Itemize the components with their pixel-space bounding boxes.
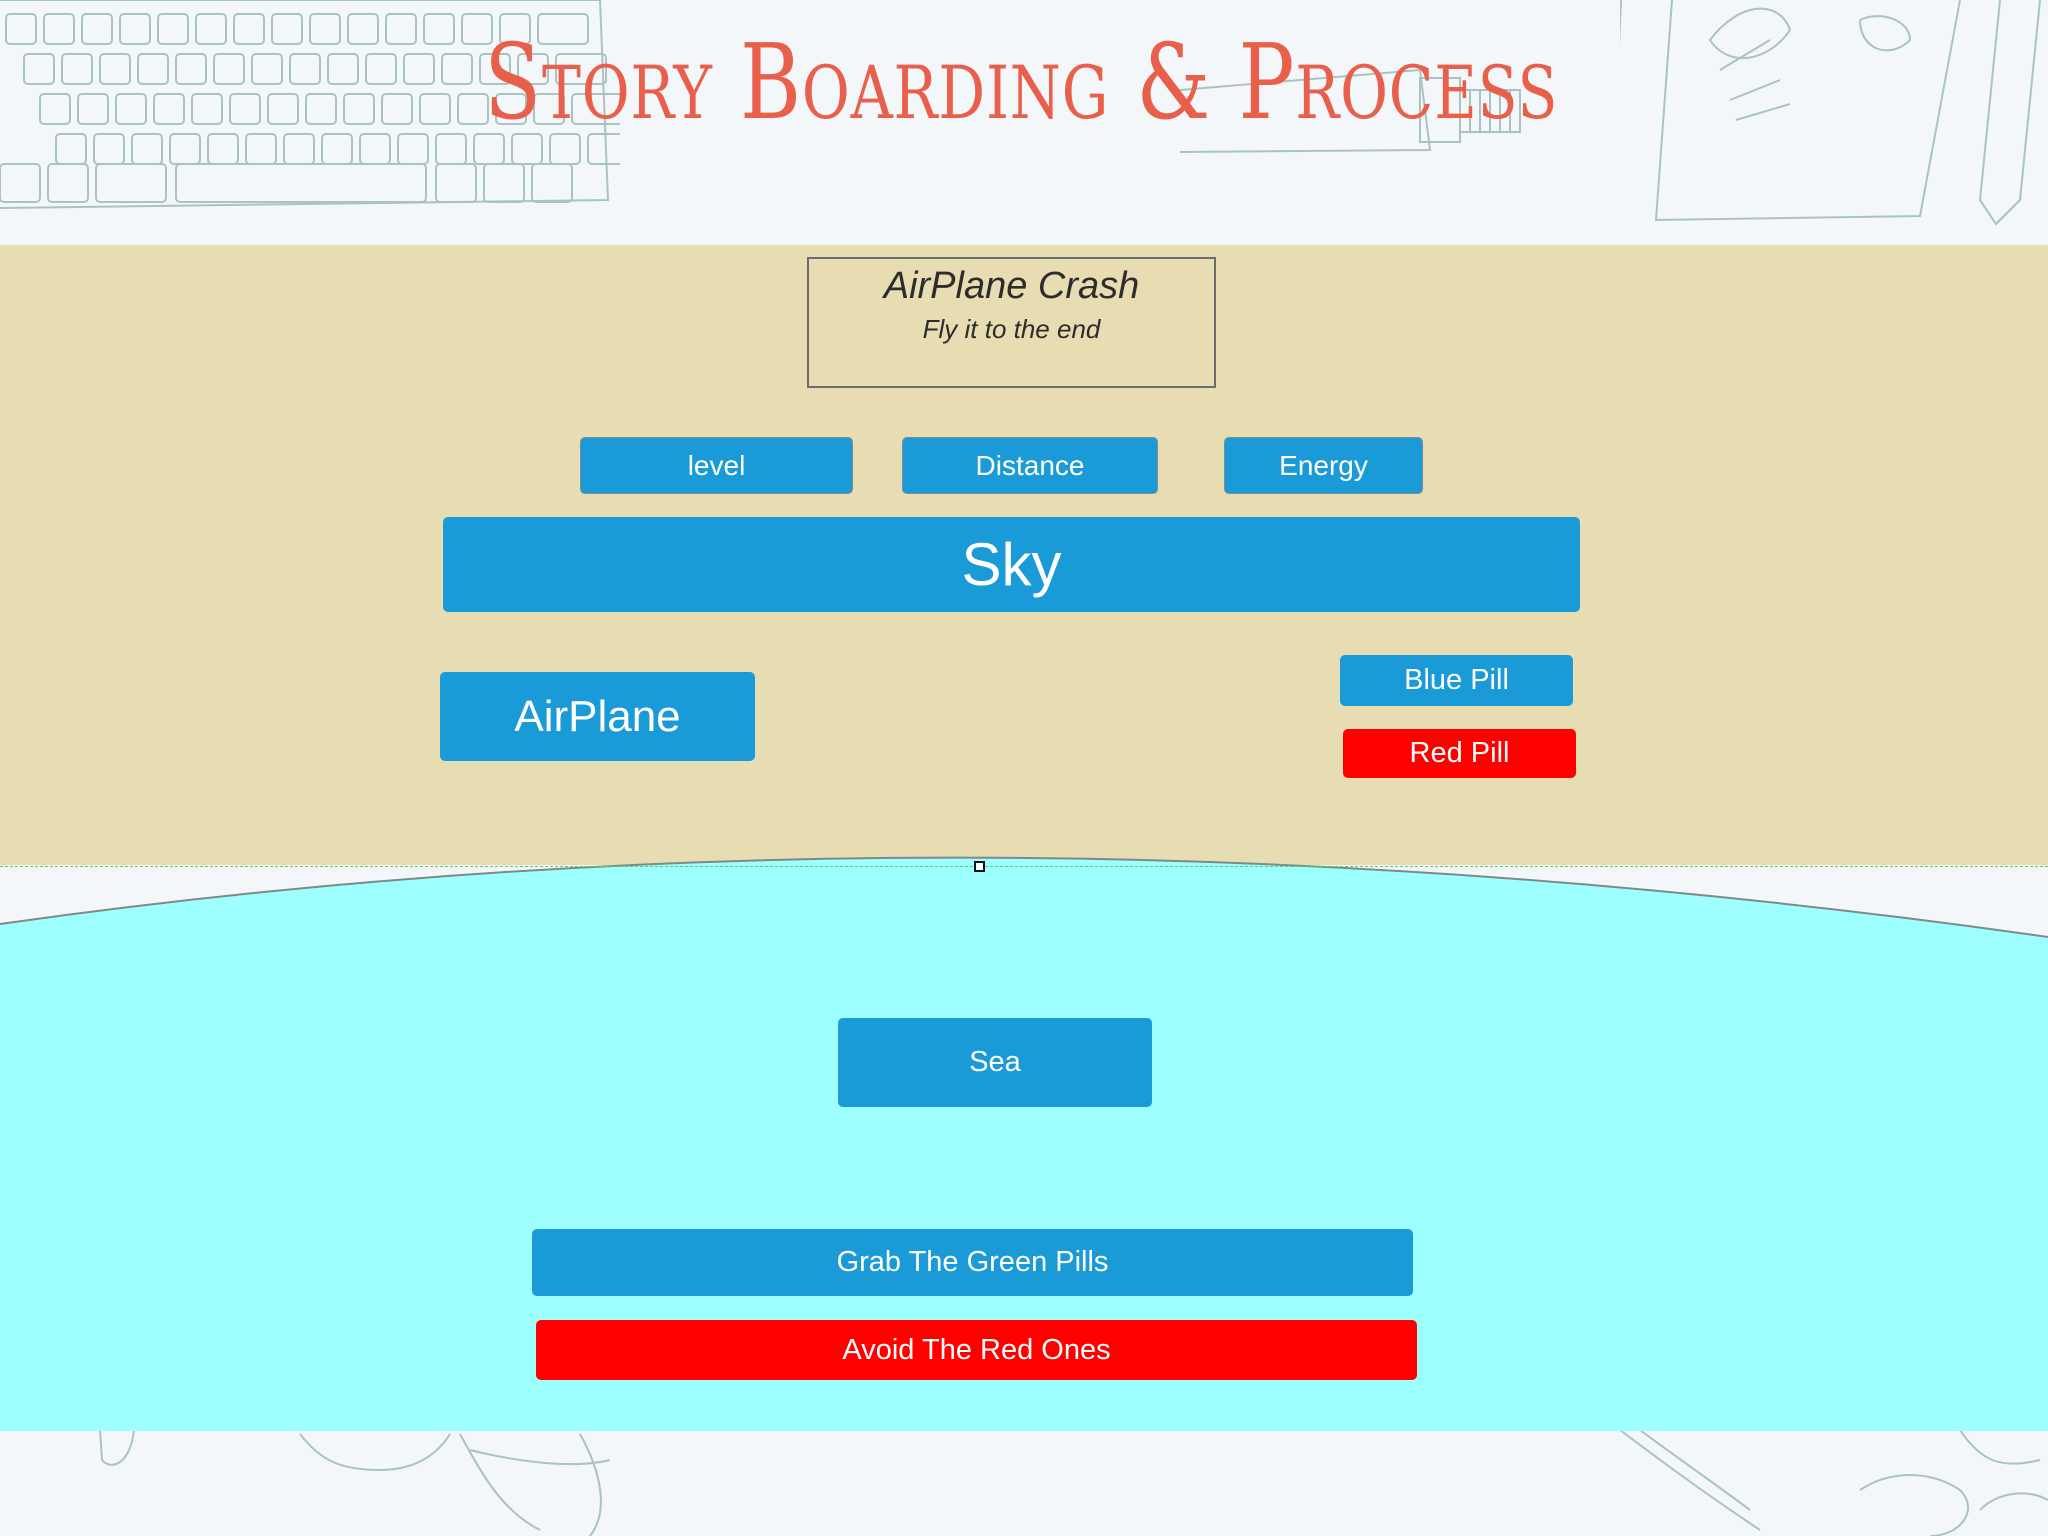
resize-handle[interactable]	[974, 861, 985, 872]
game-title: AirPlane Crash	[883, 265, 1140, 307]
horizon-guide-line	[0, 866, 2048, 867]
distance-button[interactable]: Distance	[902, 437, 1158, 494]
glasses-doodle-icon	[299, 1433, 611, 1536]
avoid-red-ones-button[interactable]: Avoid The Red Ones	[536, 1320, 1417, 1380]
eraser-doodle-icon	[99, 1430, 135, 1466]
airplane-button[interactable]: AirPlane	[440, 672, 755, 761]
storyboard-canvas: AirPlane Crash Fly it to the end level D…	[0, 245, 2048, 1431]
game-subtitle: Fly it to the end	[922, 314, 1101, 344]
pencil-doodle-icon	[1619, 1430, 2048, 1536]
red-pill-button[interactable]: Red Pill	[1343, 729, 1576, 778]
sea-background	[0, 856, 2048, 1431]
level-button[interactable]: level	[580, 437, 853, 494]
grab-green-pills-button[interactable]: Grab The Green Pills	[532, 1229, 1413, 1296]
sea-button[interactable]: Sea	[838, 1018, 1152, 1107]
blue-pill-button[interactable]: Blue Pill	[1340, 655, 1573, 706]
sky-button[interactable]: Sky	[443, 517, 1580, 612]
slide-title: Story Boarding & Process	[484, 21, 1559, 143]
game-header-box: AirPlane Crash Fly it to the end	[807, 257, 1216, 388]
energy-button[interactable]: Energy	[1224, 437, 1423, 494]
